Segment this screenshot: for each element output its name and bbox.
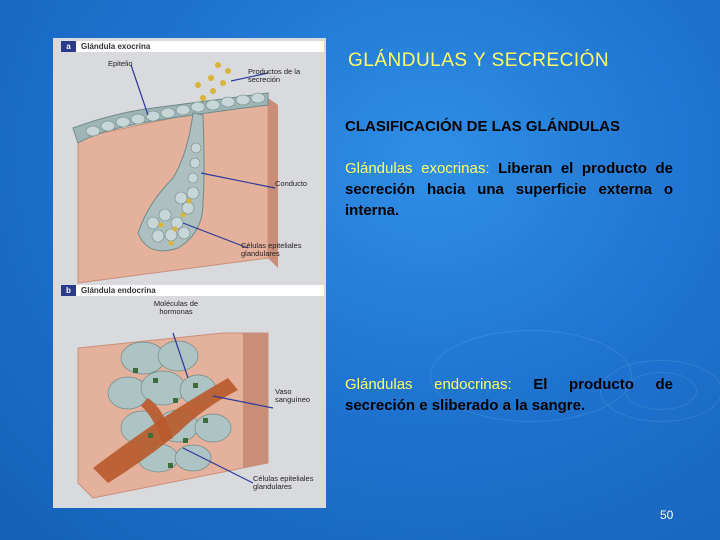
page-number: 50 [660,508,674,522]
endocrine-term: Glándulas endocrinas: [345,376,512,393]
exocrine-text: Liberan el producto de secreción hacia u… [345,160,673,219]
panel-b-header: b Glándula endocrina [61,285,324,296]
label-secretion-products: Productos de la secreción [248,67,301,84]
label-blood-vessel: Vaso sanguíneo [275,387,311,404]
panel-a-header: a Glándula exocrina [61,41,324,52]
endocrine-paragraph: Glándulas endocrinas: El producto de sec… [345,374,673,416]
gland-figure: a Glándula exocrina [53,38,326,508]
endocrine-gland-illustration [77,332,274,499]
label-hormone-molecules: Moléculas de hormonas [153,299,199,316]
panel-b-title: Glándula endocrina [81,286,156,295]
exocrine-term: Glándulas exocrinas: [345,160,490,177]
exocrine-paragraph: Glándulas exocrinas: Liberan el producto… [345,158,673,221]
endocrine-text: El producto de secreción e sliberado a l… [345,376,673,414]
label-duct: Conducto [275,179,308,188]
panel-a-letter: a [61,41,76,52]
background-ripple [430,330,632,422]
slide-subtitle: CLASIFICACIÓN DE LAS GLÁNDULAS [345,118,620,135]
exocrine-gland-illustration [72,62,278,284]
slide-title: GLÁNDULAS Y SECRECIÓN [348,50,610,71]
label-glandular-cells-b: Células epiteliales glandulares [253,474,314,491]
panel-b-letter: b [61,285,76,296]
label-glandular-cells-a: Células epiteliales glandulares [241,241,302,258]
label-epithelium: Epitelio [108,59,133,68]
panel-a-title: Glándula exocrina [81,42,151,51]
